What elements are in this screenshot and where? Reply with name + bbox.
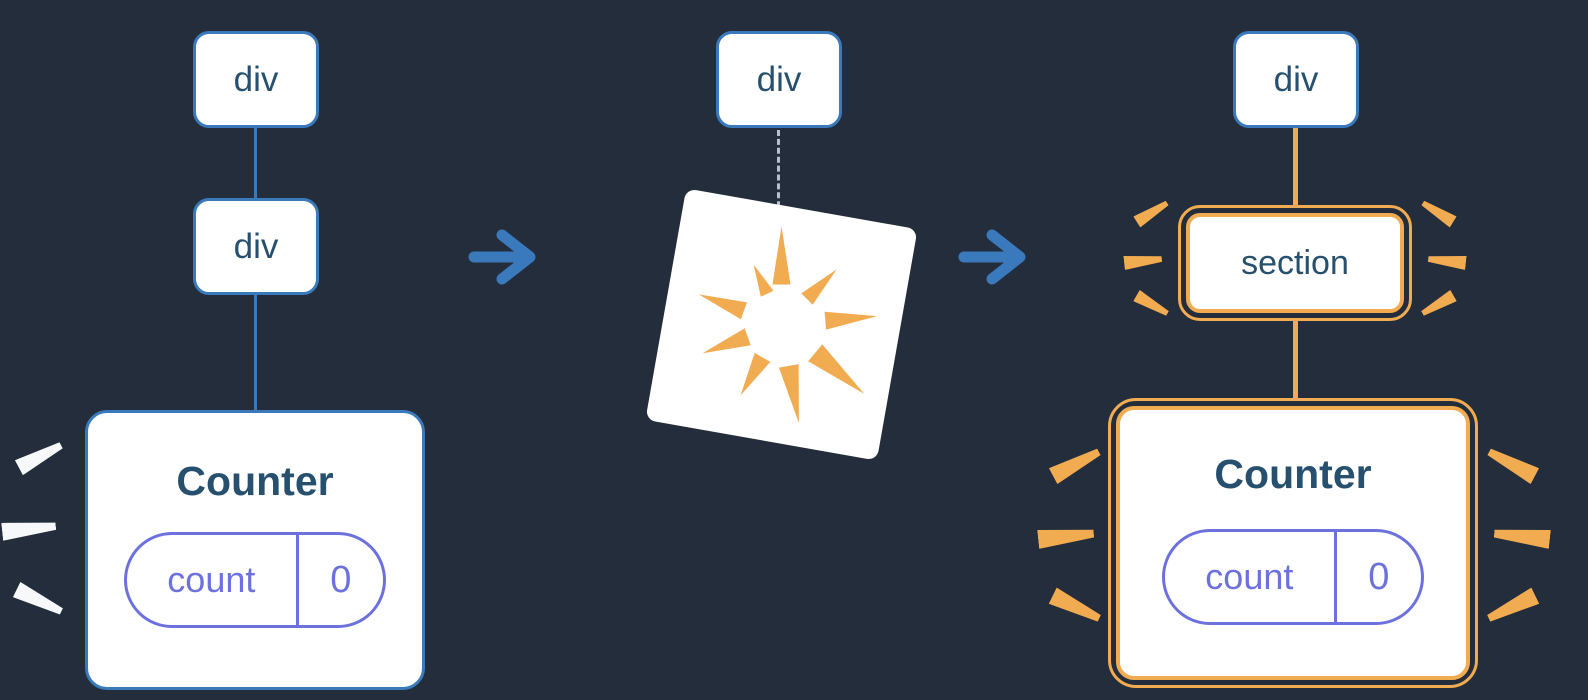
spark-icon bbox=[1427, 252, 1466, 270]
state-pill: count 0 bbox=[124, 532, 386, 628]
spark-icon bbox=[13, 582, 65, 619]
spark-icon bbox=[1133, 197, 1170, 227]
arrow-right-icon bbox=[468, 224, 548, 295]
spark-icon bbox=[1049, 444, 1103, 484]
state-value: 0 bbox=[330, 558, 352, 601]
counter-component-box: Counter count 0 bbox=[1116, 406, 1470, 680]
spark-icon bbox=[1, 517, 57, 541]
dom-node-section-highlight: section bbox=[1178, 205, 1412, 321]
spark-icon bbox=[1133, 290, 1171, 319]
counter-component-after: Counter count 0 bbox=[1108, 398, 1478, 688]
spark-icon bbox=[1123, 252, 1162, 270]
dashed-connector-line bbox=[777, 130, 780, 225]
spark-icon bbox=[1049, 588, 1104, 627]
state-key: count bbox=[127, 535, 299, 625]
destroyed-component-card bbox=[645, 188, 918, 461]
dom-node-label: section bbox=[1241, 243, 1349, 282]
spark-icon bbox=[1485, 588, 1540, 627]
spark-icon bbox=[1037, 524, 1095, 549]
dom-node-div-top-after: div bbox=[1233, 31, 1359, 128]
spark-icon bbox=[15, 438, 65, 476]
connector-line bbox=[254, 128, 257, 198]
dom-node-div-middle-before: div bbox=[193, 198, 319, 295]
component-title: Counter bbox=[176, 458, 334, 504]
state-value: 0 bbox=[1368, 555, 1390, 598]
state-key: count bbox=[1165, 532, 1337, 622]
spark-icon bbox=[1493, 524, 1551, 549]
spark-icon bbox=[1485, 444, 1539, 484]
dom-node-div-top-before: div bbox=[193, 31, 319, 128]
connector-line-highlight bbox=[1293, 128, 1298, 208]
dom-node-label: div bbox=[233, 226, 279, 266]
dom-node-label: div bbox=[1273, 59, 1319, 99]
spark-icon bbox=[1419, 290, 1457, 319]
component-title: Counter bbox=[1214, 451, 1372, 497]
poof-burst-icon bbox=[698, 226, 878, 423]
dom-node-section-box: section bbox=[1186, 213, 1404, 313]
dom-node-label: div bbox=[233, 59, 279, 99]
spark-icon bbox=[1419, 197, 1456, 227]
connector-line bbox=[254, 295, 257, 410]
connector-line-highlight bbox=[1293, 321, 1298, 398]
state-pill: count 0 bbox=[1162, 529, 1424, 625]
counter-component-before: Counter count 0 bbox=[85, 410, 425, 690]
arrow-right-icon bbox=[958, 224, 1038, 295]
dom-node-div-top-during: div bbox=[716, 31, 842, 128]
dom-node-label: div bbox=[756, 59, 802, 99]
